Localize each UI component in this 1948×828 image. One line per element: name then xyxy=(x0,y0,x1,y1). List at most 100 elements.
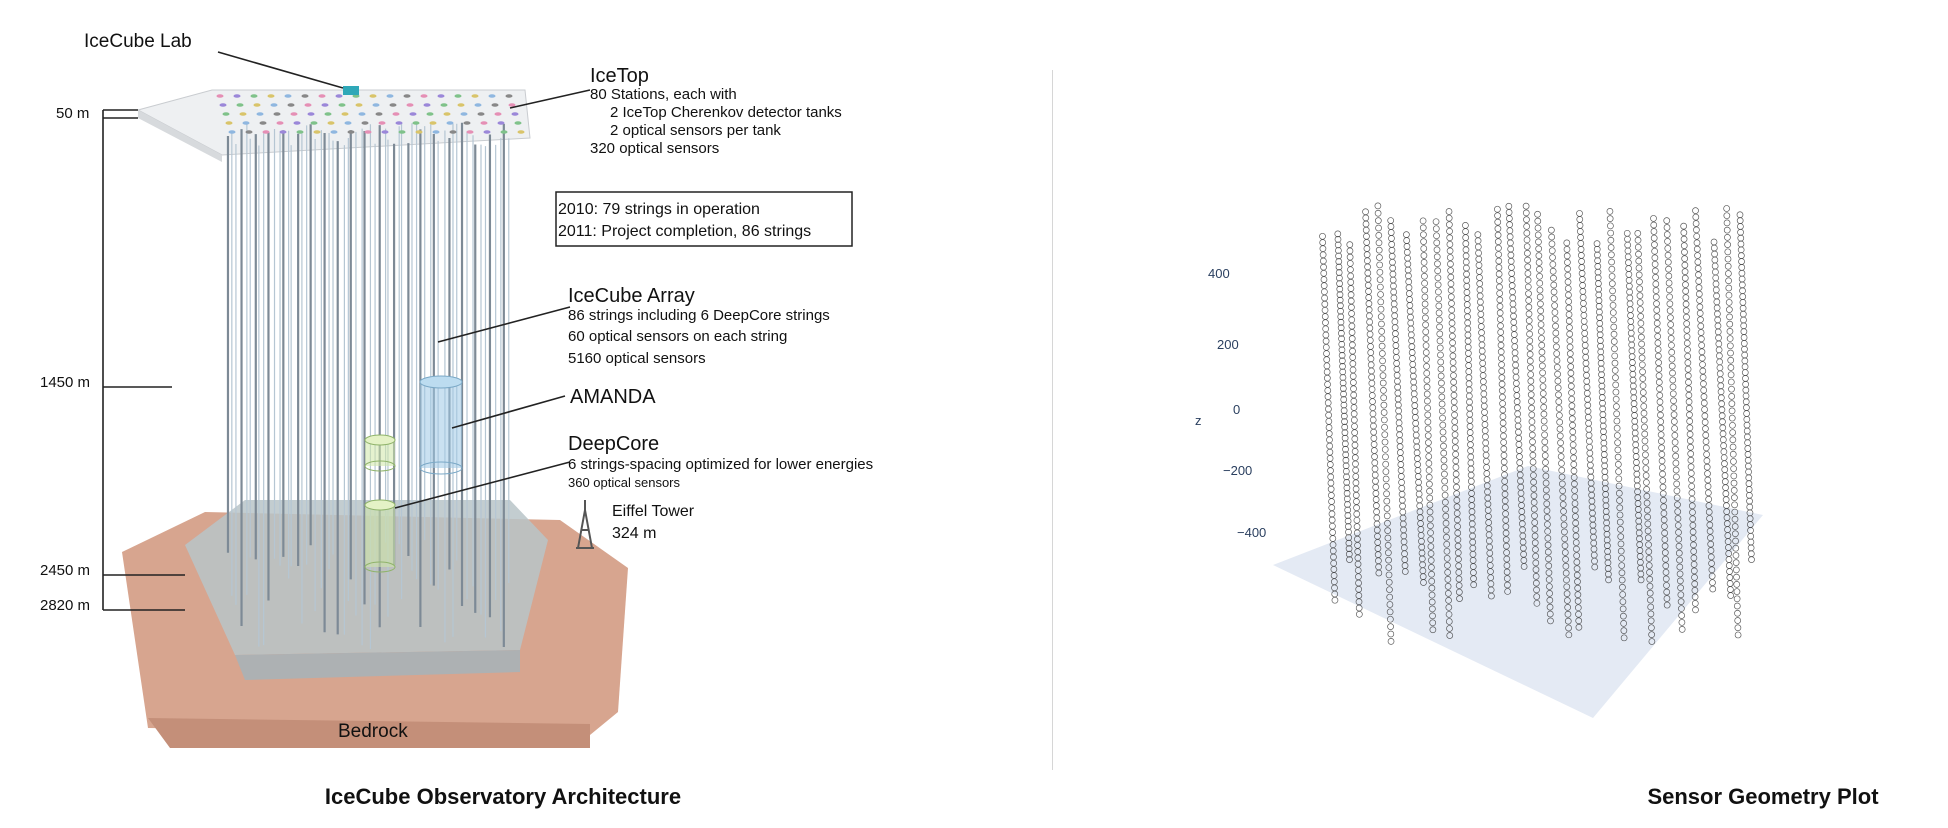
sensor-marker xyxy=(1629,360,1635,366)
sensor-marker xyxy=(1529,412,1535,418)
sensor-marker xyxy=(1453,478,1459,484)
sensor-marker xyxy=(1481,391,1487,397)
sensor-marker xyxy=(1714,299,1720,305)
sensor-marker xyxy=(1326,412,1332,418)
sensor-marker xyxy=(1337,292,1343,298)
icetop-station-dot xyxy=(450,130,457,134)
sensor-marker xyxy=(1496,271,1502,277)
sensor-marker xyxy=(1407,314,1413,320)
sensor-marker xyxy=(1396,420,1402,426)
sensor-marker xyxy=(1391,295,1397,301)
sensor-marker xyxy=(1369,374,1375,380)
sensor-marker xyxy=(1381,402,1387,408)
sensor-marker xyxy=(1453,451,1459,457)
sensor-marker xyxy=(1583,366,1589,372)
sensor-marker xyxy=(1422,280,1428,286)
sensor-marker xyxy=(1363,227,1369,233)
sensor-marker xyxy=(1564,246,1570,252)
sensor-marker xyxy=(1596,303,1602,309)
sensor-marker xyxy=(1343,452,1349,458)
sensor-marker xyxy=(1683,314,1689,320)
sensor-marker xyxy=(1666,266,1672,272)
sensor-marker xyxy=(1585,408,1591,414)
sensor-marker xyxy=(1441,471,1447,477)
sensor-marker xyxy=(1535,211,1541,217)
sensor-marker xyxy=(1468,472,1474,478)
label-icetop-title: IceTop xyxy=(590,65,649,87)
sensor-marker xyxy=(1664,218,1670,224)
sensor-marker xyxy=(1528,378,1534,384)
sensor-marker xyxy=(1657,386,1663,392)
sensor-marker xyxy=(1537,301,1543,307)
sensor-marker xyxy=(1482,422,1488,428)
sensor-marker xyxy=(1356,611,1362,617)
sensor-marker xyxy=(1394,366,1400,372)
sensor-marker xyxy=(1500,433,1506,439)
sensor-marker xyxy=(1496,284,1502,290)
sensor-marker xyxy=(1599,389,1605,395)
sensor-marker xyxy=(1449,327,1455,333)
sensor-marker xyxy=(1435,282,1441,288)
sensor-marker xyxy=(1397,432,1403,438)
label-icetop-line2: 2 IceTop Cherenkov detector tanks xyxy=(610,104,842,121)
sensor-marker xyxy=(1564,240,1570,246)
sensor-marker xyxy=(1742,352,1748,358)
sensor-marker xyxy=(1581,318,1587,324)
sensor-marker xyxy=(1643,473,1649,479)
sensor-marker xyxy=(1669,363,1675,369)
sensor-marker xyxy=(1341,391,1347,397)
sensor-marker xyxy=(1540,370,1546,376)
sensor-marker xyxy=(1452,445,1458,451)
sensor-marker xyxy=(1372,466,1378,472)
icetop-station-dot xyxy=(302,94,309,98)
sensor-marker xyxy=(1513,380,1519,386)
sensor-marker xyxy=(1349,323,1355,329)
sensor-marker xyxy=(1558,460,1564,466)
sensor-marker xyxy=(1703,432,1709,438)
sensor-marker xyxy=(1448,281,1454,287)
icetop-station-dot xyxy=(339,103,346,107)
label-icetop-line1: 80 Stations, each with xyxy=(590,86,737,103)
sensor-marker xyxy=(1718,377,1724,383)
sensor-marker xyxy=(1438,366,1444,372)
sensor-marker xyxy=(1388,229,1394,235)
sensor-marker xyxy=(1384,498,1390,504)
sensor-marker xyxy=(1610,295,1616,301)
label-array-line2: 60 optical sensors on each string xyxy=(568,328,787,345)
sensor-marker xyxy=(1673,474,1679,480)
sensor-marker xyxy=(1567,344,1573,350)
sensor-marker xyxy=(1478,311,1484,317)
sensor-marker xyxy=(1552,316,1558,322)
sensor-geometry-3d-plot[interactable]: 400 200 0 −200 −400 z xyxy=(1053,0,1948,770)
sensor-marker xyxy=(1681,230,1687,236)
sensor-marker xyxy=(1688,470,1694,476)
sensor-marker xyxy=(1651,222,1657,228)
sensor-marker xyxy=(1728,386,1734,392)
sensor-marker xyxy=(1463,259,1469,265)
label-eiffel-height: 324 m xyxy=(612,525,656,542)
sensor-marker xyxy=(1726,563,1732,569)
icetop-station-dot xyxy=(277,121,284,125)
sensor-marker xyxy=(1659,445,1665,451)
sensor-marker xyxy=(1339,358,1345,364)
sensor-marker xyxy=(1610,310,1616,316)
sensor-marker xyxy=(1478,305,1484,311)
sensor-marker xyxy=(1409,344,1415,350)
sensor-marker xyxy=(1405,261,1411,267)
sensor-marker xyxy=(1526,304,1532,310)
sensor-marker xyxy=(1600,423,1606,429)
sensor-marker xyxy=(1340,385,1346,391)
sensor-marker xyxy=(1665,252,1671,258)
sensor-marker xyxy=(1476,268,1482,274)
icetop-surface xyxy=(138,90,530,162)
sensor-marker xyxy=(1718,389,1724,395)
sensor-marker xyxy=(1748,551,1754,557)
sensor-marker xyxy=(1321,276,1327,282)
sensor-marker xyxy=(1336,270,1342,276)
icetop-station-dot xyxy=(467,130,474,134)
sensor-marker xyxy=(1513,368,1519,374)
sensor-marker xyxy=(1581,306,1587,312)
sensor-marker xyxy=(1516,454,1522,460)
sensor-marker xyxy=(1409,338,1415,344)
sensor-marker xyxy=(1624,236,1630,242)
